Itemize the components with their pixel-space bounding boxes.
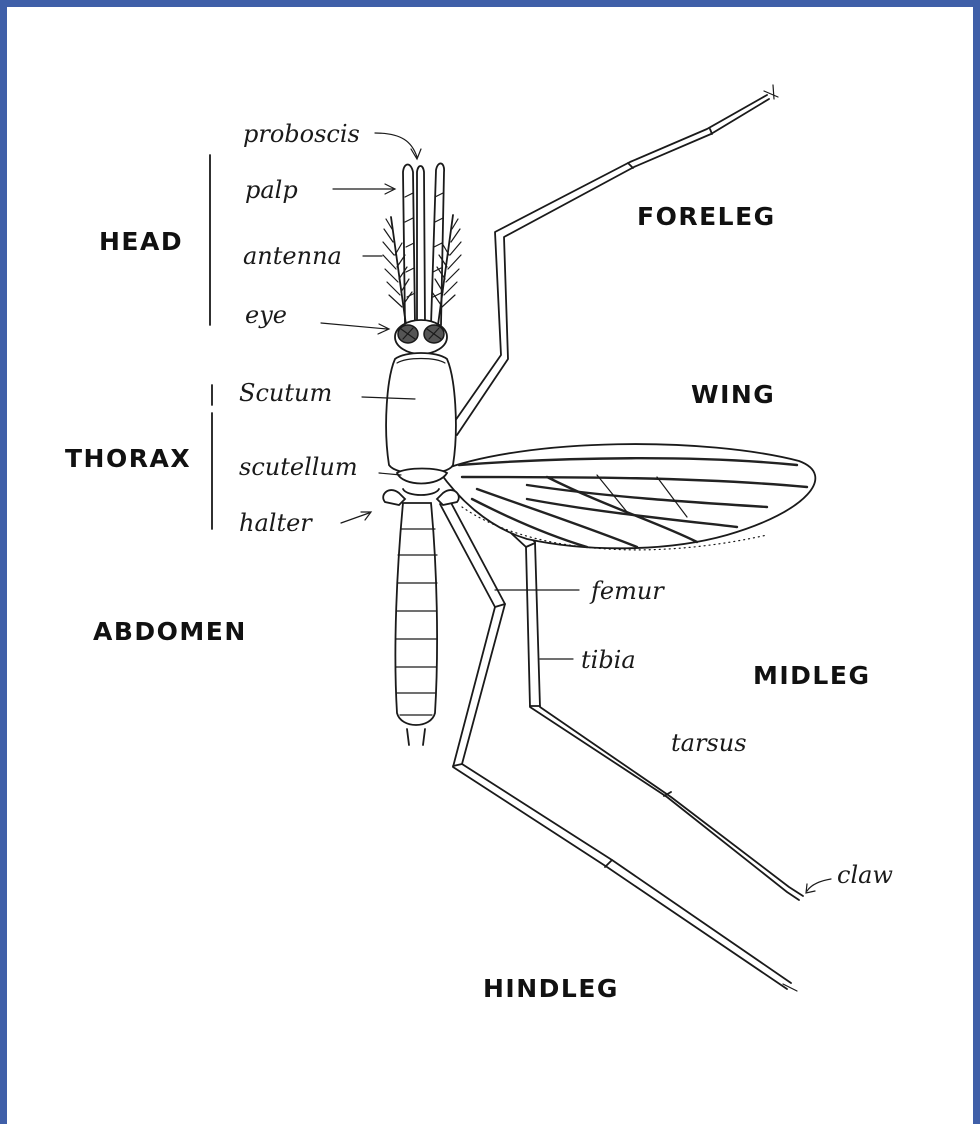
halter-pointer xyxy=(341,513,369,523)
head xyxy=(395,320,447,354)
label-tibia: tibia xyxy=(581,646,636,674)
antennae xyxy=(383,215,461,325)
label-femur: femur xyxy=(589,577,665,605)
label-halter: halter xyxy=(239,509,313,537)
label-palp: palp xyxy=(245,176,298,204)
wing xyxy=(439,444,815,550)
label-antenna: antenna xyxy=(243,242,342,270)
region-foreleg: FORELEG xyxy=(637,202,776,231)
claw-pointer xyxy=(807,879,831,891)
label-eye: eye xyxy=(245,301,287,329)
region-thorax: THORAX xyxy=(65,444,191,473)
label-scutellum: scutellum xyxy=(239,453,358,481)
halter-arrowhead xyxy=(361,512,371,520)
proboscis-pointer xyxy=(375,133,417,157)
region-head: HEAD xyxy=(99,227,183,256)
label-proboscis: proboscis xyxy=(243,120,360,148)
region-midleg: MIDLEG xyxy=(753,661,870,690)
region-abdomen: ABDOMEN xyxy=(93,617,247,646)
abdomen xyxy=(395,503,437,745)
label-scutum: Scutum xyxy=(239,379,332,407)
label-tarsus: tarsus xyxy=(671,729,747,757)
label-claw: claw xyxy=(837,861,893,889)
region-hindleg: HINDLEG xyxy=(483,974,619,1003)
eye-pointer xyxy=(321,323,387,329)
region-wing: WING xyxy=(691,380,775,409)
mosquito-anatomy-diagram: proboscis palp antenna eye Scutum scutel… xyxy=(7,7,980,1131)
proboscis xyxy=(417,166,425,325)
